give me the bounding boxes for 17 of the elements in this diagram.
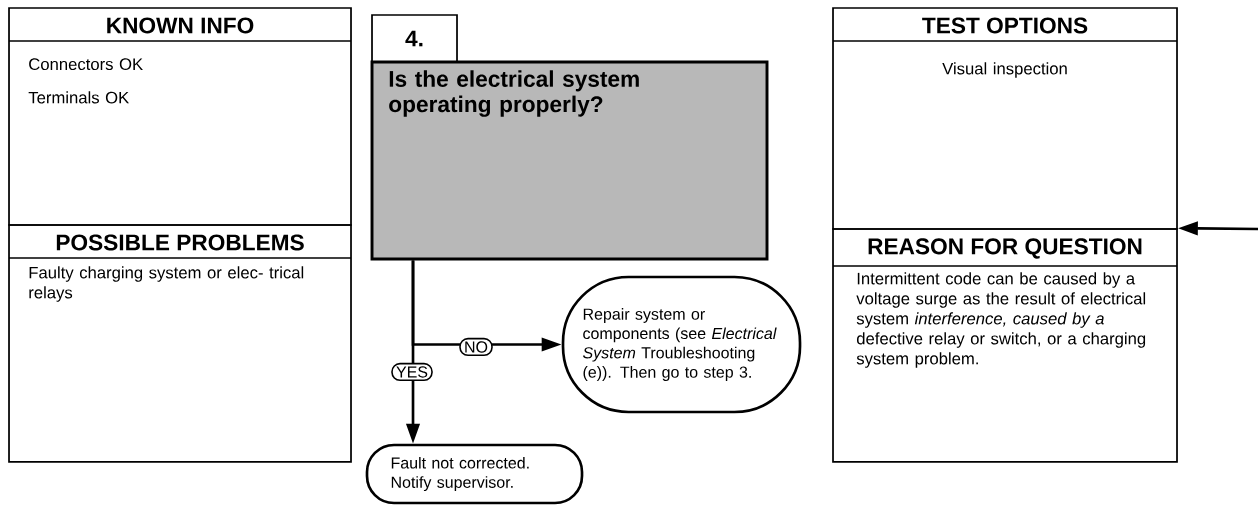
info-panel — [832, 7, 1178, 230]
question-box — [370, 60, 769, 261]
edge-label: NO — [459, 337, 493, 357]
panel-text: Terminals OK — [28, 91, 130, 104]
panel-text: Visual inspection — [942, 62, 1067, 78]
panel-text: Connectors OK — [29, 58, 143, 71]
panel-heading: POSSIBLE PROBLEMS — [56, 234, 304, 251]
panel-heading: TEST OPTIONS — [922, 17, 1088, 34]
question-text: Is the electrical system operating properly? — [389, 70, 639, 117]
info-panel — [832, 228, 1178, 463]
info-panel — [8, 7, 352, 226]
info-panel — [8, 224, 352, 463]
panel-heading: KNOWN INFO — [107, 17, 254, 34]
panel-text: Intermittent code can be caused by a voltage surge as the result of electrical system interference, caused by a defective relay or switch, or a charging system problem. — [856, 272, 1146, 368]
panel-text: Faulty charging system or elec- trical relays — [29, 266, 304, 302]
edge-label: YES — [391, 362, 433, 382]
panel-heading: REASON FOR QUESTION — [868, 238, 1142, 259]
